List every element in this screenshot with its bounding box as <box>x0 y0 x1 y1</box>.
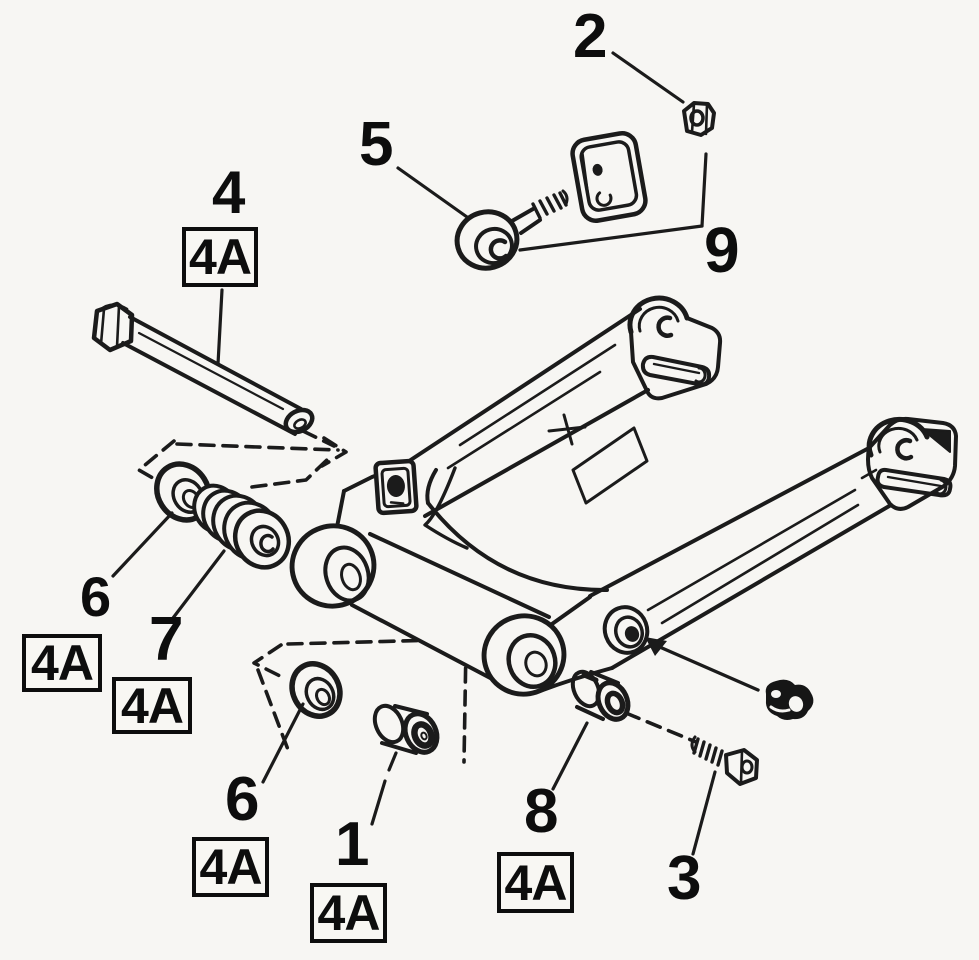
bushing-8 <box>570 669 631 722</box>
callout-2: 2 <box>573 2 607 71</box>
upper-axle-slot-end <box>627 295 723 401</box>
leader-2 <box>611 51 685 104</box>
leader-8 <box>551 721 589 791</box>
ref-box-4a-under-4: 4A <box>182 227 258 287</box>
leader-1 <box>370 751 398 826</box>
leader-9-up <box>700 152 708 228</box>
hex-nut-2 <box>682 101 716 137</box>
lower-axle-slot-end <box>866 416 958 511</box>
adjuster-plate <box>570 131 648 223</box>
leader-6-upper <box>111 511 174 578</box>
pivot-tube <box>289 523 567 697</box>
leader-5 <box>396 166 469 219</box>
frame-sticker-outline <box>571 426 649 505</box>
alignment-dashes <box>137 429 698 764</box>
callout-9: 9 <box>704 214 740 286</box>
bushing-1 <box>372 703 440 755</box>
lock-nut-small <box>765 679 814 720</box>
leader-4 <box>216 288 224 366</box>
ref-box-4a-under-1: 4A <box>310 883 387 943</box>
insertion-arrow <box>645 637 760 692</box>
leader-9-left <box>518 224 704 252</box>
callout-1: 1 <box>335 810 369 879</box>
cable-guide-plate <box>373 458 419 516</box>
ref-box-4a-under-6-lower: 4A <box>192 837 269 897</box>
callout-6-upper: 6 <box>80 565 111 628</box>
swingarm-body <box>289 295 958 697</box>
ref-box-4a-under-8: 4A <box>497 852 574 913</box>
callout-8: 8 <box>524 777 558 846</box>
callout-3: 3 <box>667 844 701 913</box>
leader-3 <box>691 770 717 856</box>
callout-5: 5 <box>359 110 393 179</box>
callout-6-lower: 6 <box>225 765 259 834</box>
seal-washer-lower <box>289 661 343 719</box>
callout-4: 4 <box>212 159 245 226</box>
hex-bolt-3 <box>690 735 759 786</box>
pivot-boot <box>192 483 292 570</box>
pivot-hole <box>602 605 650 655</box>
leader-7 <box>171 549 226 620</box>
callout-7: 7 <box>149 605 183 674</box>
leader-6-lower <box>261 702 305 784</box>
ref-box-4a-left: 4A <box>22 634 102 692</box>
leader-lines <box>111 51 717 856</box>
adjuster-eye-bolt <box>454 189 569 271</box>
pivot-bolt <box>91 301 315 436</box>
ref-box-4a-under-7: 4A <box>112 677 192 734</box>
